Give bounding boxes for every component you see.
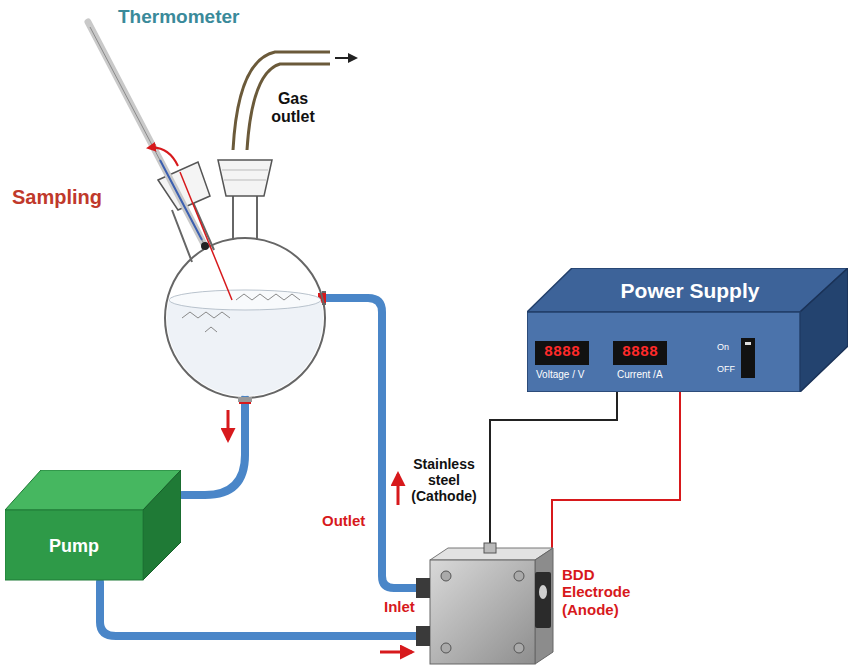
- gas-tube: [233, 52, 330, 150]
- part-label: Gas outlet: [258, 90, 328, 127]
- tubing: [100, 298, 416, 636]
- gas-arrow: [335, 57, 356, 59]
- cathode-wire: [490, 392, 617, 553]
- display-label: Current /A: [617, 369, 663, 381]
- flow-arrow: [380, 651, 412, 654]
- pump-box: Pump: [5, 470, 181, 582]
- flow-arrow: [227, 410, 230, 440]
- part-label: Sampling: [12, 186, 102, 209]
- device-title: Power Supply: [621, 279, 760, 303]
- digital-display: 8888: [622, 344, 658, 361]
- thermometer-column: [160, 160, 202, 240]
- round-bottom-flask: [158, 160, 330, 410]
- anode-wire: [549, 392, 680, 592]
- flow-cell: [416, 543, 553, 664]
- part-label: Stainless steel (Cathode): [404, 456, 484, 504]
- part-label: BDD Electrode (Anode): [562, 566, 657, 618]
- flow-arrow: [397, 474, 400, 505]
- flow-label: Inlet: [384, 598, 415, 615]
- thermometer: [88, 22, 205, 246]
- thermometer-bulb: [201, 242, 209, 250]
- display-label: Voltage / V: [536, 369, 584, 381]
- power-supply: Power Supply 8888Voltage / V 8888Current /…: [527, 268, 848, 392]
- sampling-arrow: [148, 148, 178, 166]
- sampling-needle: [180, 172, 232, 300]
- thermometer-scale: [90, 27, 203, 242]
- part-label: Thermometer: [118, 6, 239, 28]
- device-title: Pump: [49, 536, 99, 557]
- digital-display: 8888: [544, 344, 580, 361]
- flow-label: Outlet: [322, 512, 365, 529]
- tube-clamp: [239, 398, 251, 404]
- switch-label: On: [717, 342, 729, 352]
- switch-label: OFF: [717, 364, 735, 374]
- pump-box-outline: [5, 470, 181, 582]
